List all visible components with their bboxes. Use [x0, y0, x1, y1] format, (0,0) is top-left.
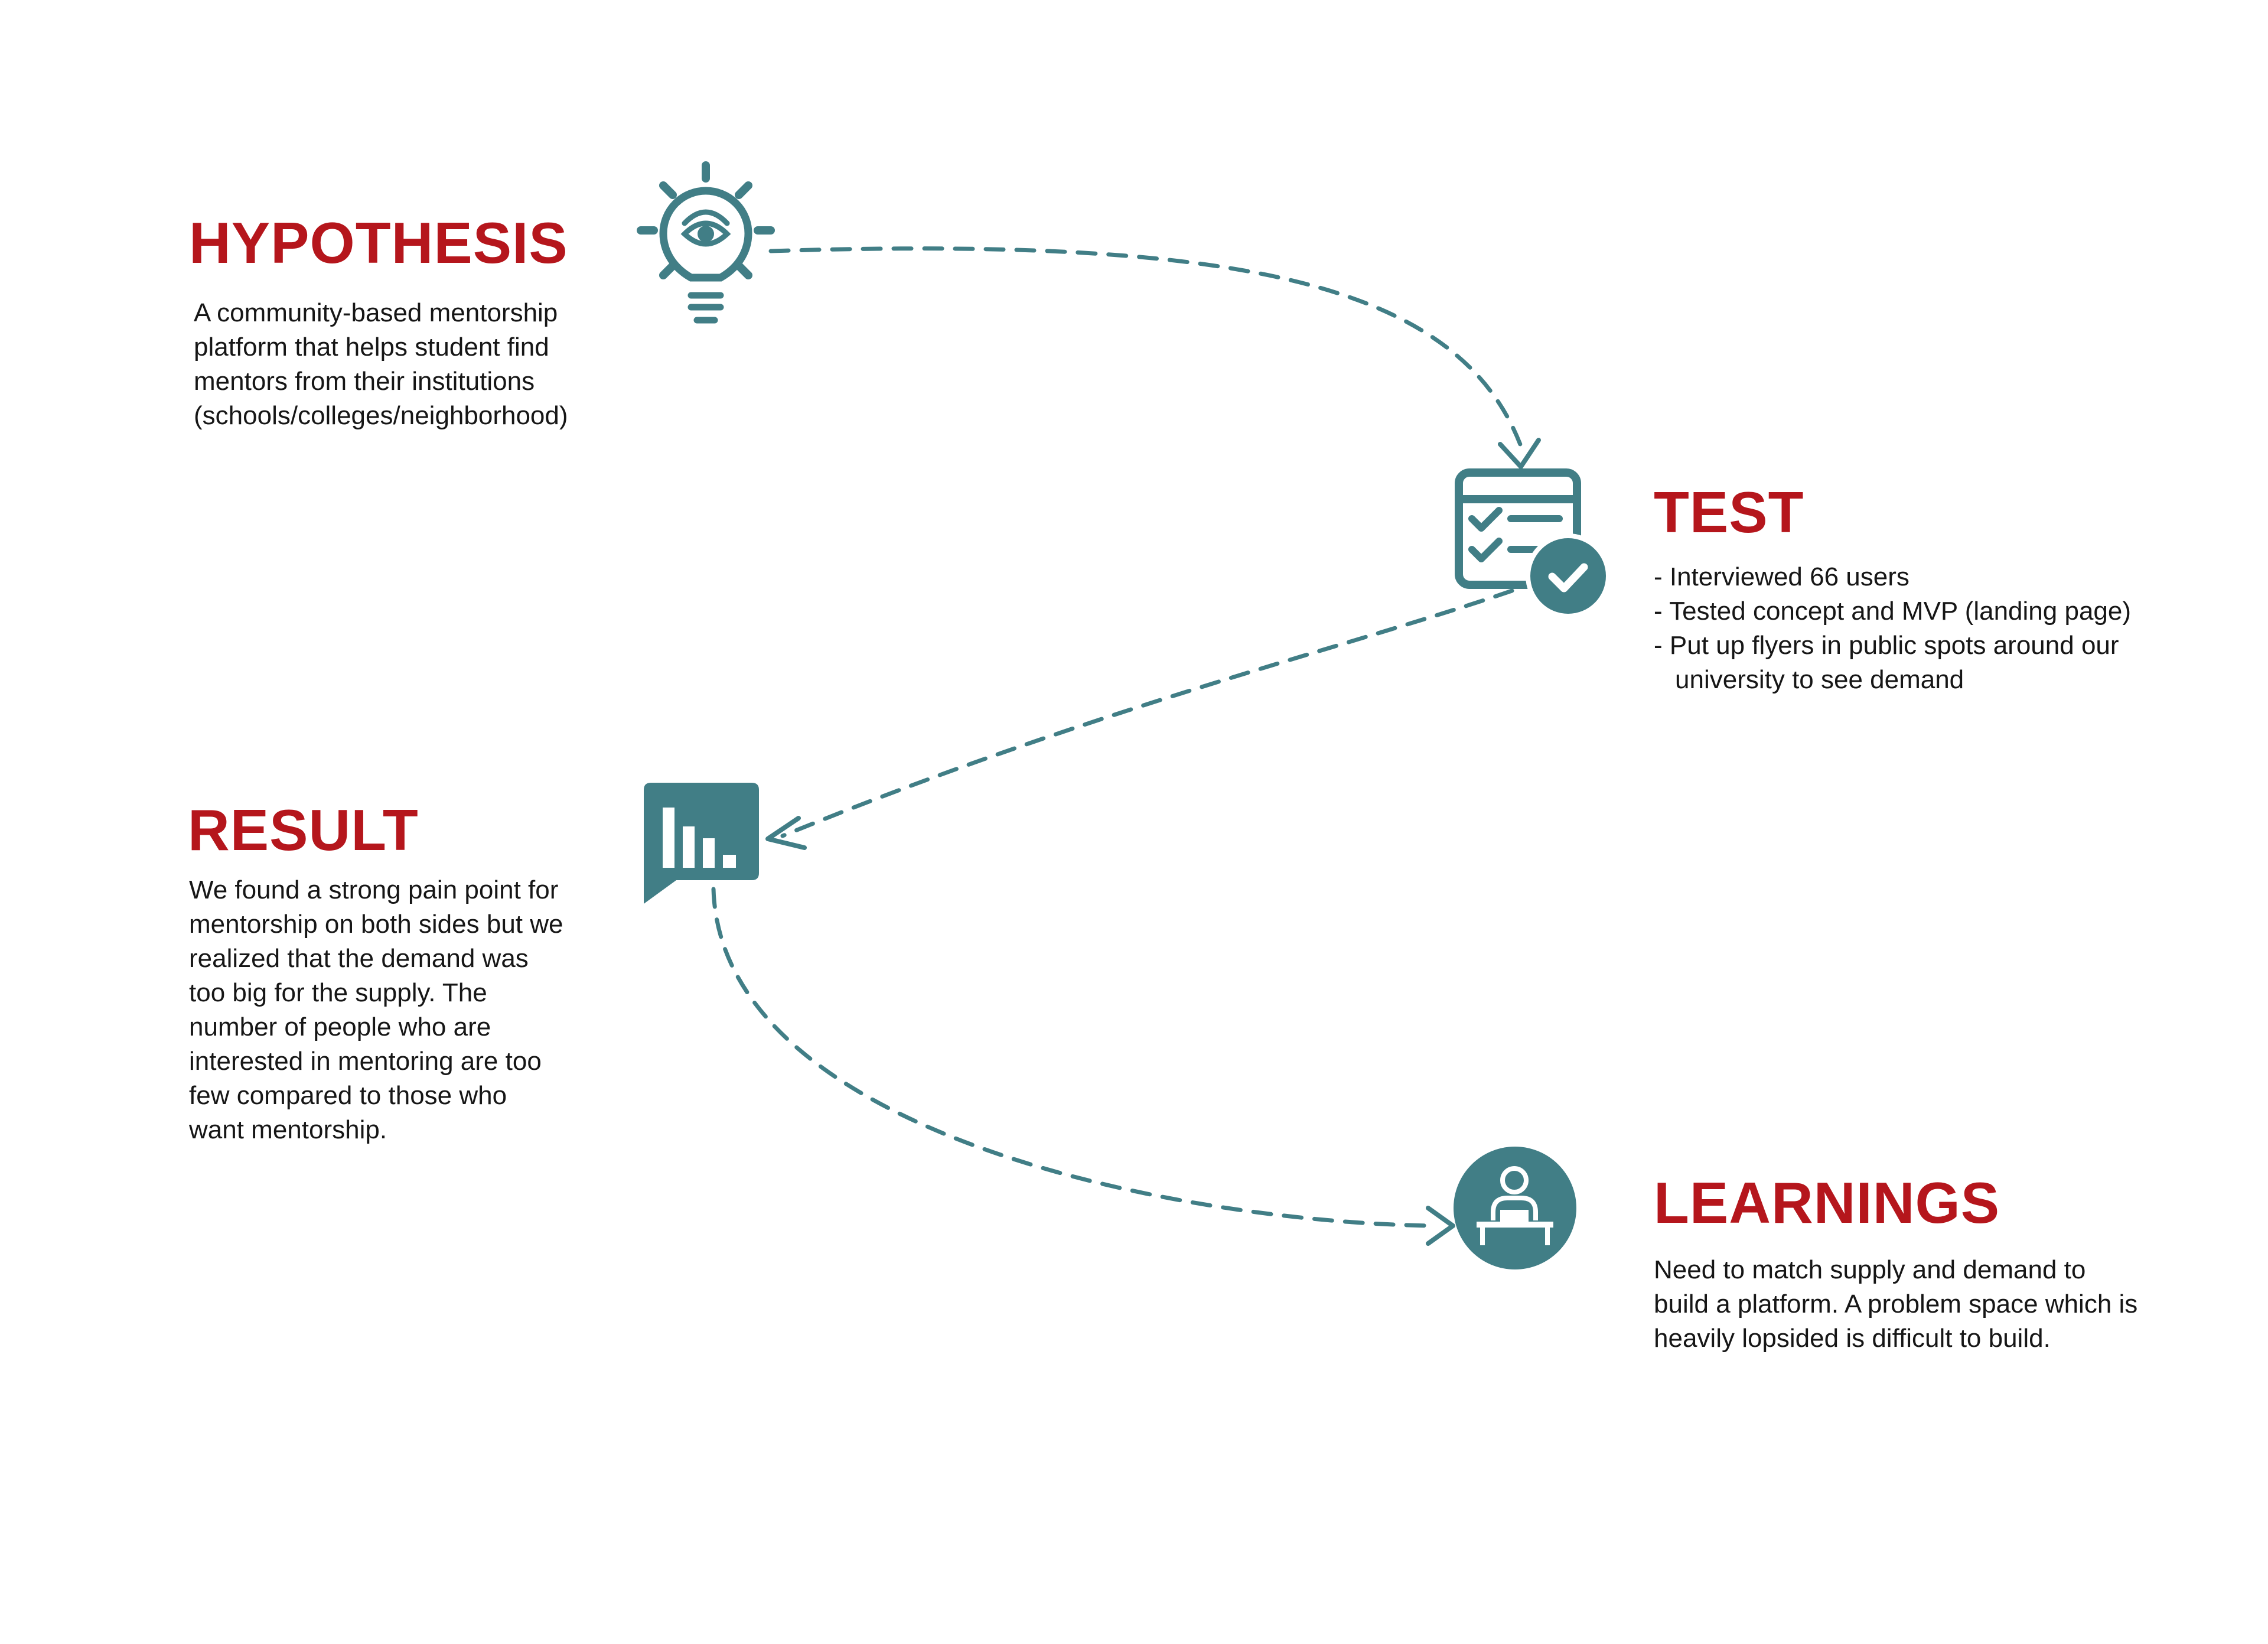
test-title: TEST: [1654, 480, 1804, 545]
result-title: RESULT: [188, 797, 419, 862]
result-line: few compared to those who: [189, 1081, 507, 1110]
bar-chart-bubble-icon: [644, 783, 759, 904]
person-at-desk-icon: [1454, 1147, 1576, 1269]
hypothesis-line: (schools/colleges/neighborhood): [194, 401, 568, 430]
result-line: too big for the supply. The: [189, 978, 487, 1007]
result-description: We found a strong pain point for mentors…: [189, 873, 563, 1147]
checklist-window-icon: [1455, 468, 1611, 618]
arrow-hypothesis-to-test: [768, 246, 1523, 448]
learnings-description: Need to match supply and demand to build…: [1654, 1253, 2137, 1356]
arrow-head-test: [1498, 438, 1541, 469]
hypothesis-line: platform that helps student find: [194, 333, 549, 362]
learnings-title: LEARNINGS: [1654, 1170, 2000, 1235]
arrow-head-learnings: [1426, 1206, 1455, 1246]
test-line: - Interviewed 66 users: [1654, 562, 1909, 591]
learnings-line: Need to match supply and demand to: [1654, 1255, 2086, 1284]
result-line: We found a strong pain point for: [189, 875, 559, 904]
test-line: - Put up flyers in public spots around o…: [1654, 631, 2119, 660]
arrow-test-to-result: [780, 588, 1514, 838]
result-line: want mentorship.: [189, 1115, 387, 1144]
result-line: number of people who are: [189, 1013, 491, 1041]
arrow-result-to-learnings: [711, 887, 1438, 1228]
hypothesis-line: A community-based mentorship: [194, 298, 558, 327]
lightbulb-icon: [637, 161, 775, 324]
test-line: - Tested concept and MVP (landing page): [1654, 597, 2132, 626]
hypothesis-description: A community-based mentorship platform th…: [194, 296, 568, 433]
hypothesis-title: HYPOTHESIS: [189, 210, 568, 275]
result-line: mentorship on both sides but we: [189, 910, 563, 939]
result-line: realized that the demand was: [189, 944, 529, 973]
test-line: university to see demand: [1675, 665, 1964, 694]
arrow-head-result: [765, 816, 807, 850]
result-line: interested in mentoring are too: [189, 1047, 542, 1076]
hypothesis-line: mentors from their institutions: [194, 367, 535, 396]
learnings-line: build a platform. A problem space which …: [1654, 1290, 2138, 1319]
learnings-line: heavily lopsided is difficult to build.: [1654, 1324, 2051, 1353]
test-description: - Interviewed 66 users - Tested concept …: [1654, 560, 2131, 697]
